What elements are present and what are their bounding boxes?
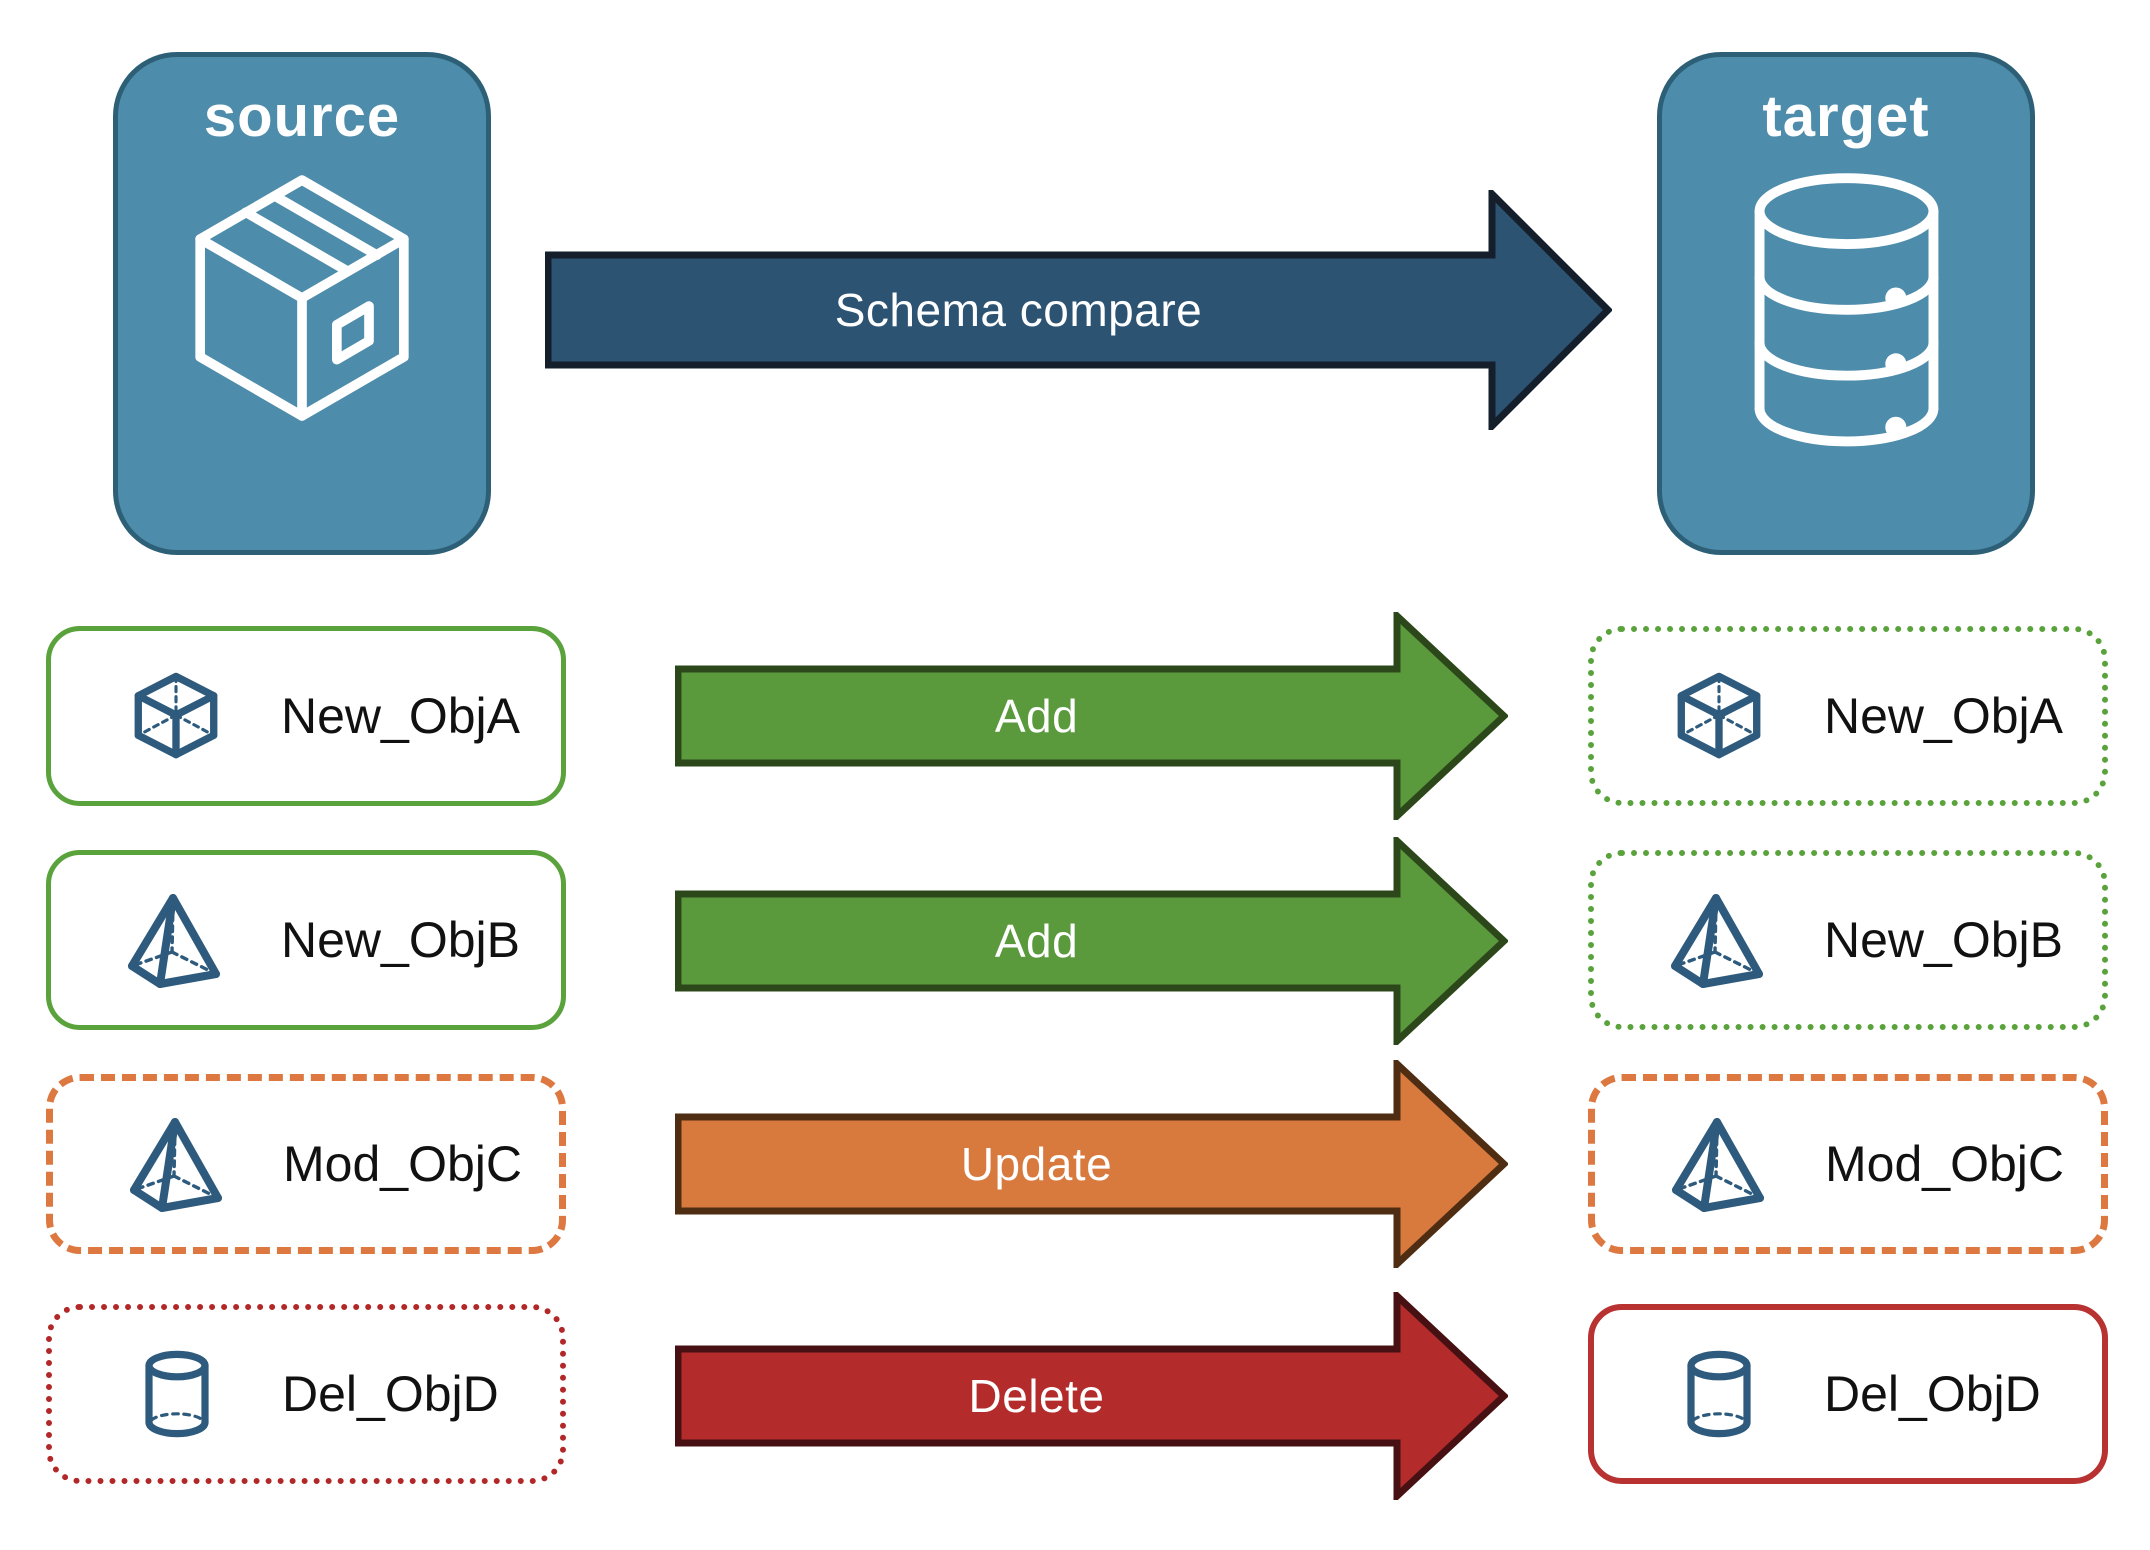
add-arrow-shape <box>675 837 1508 1045</box>
delete-arrow-shape <box>675 1292 1508 1500</box>
item-label: New_ObjB <box>1824 912 2063 968</box>
target-item-box-new-obja: New_ObjA <box>1588 626 2108 806</box>
add-arrow-row2: Add <box>675 837 1508 1045</box>
source-panel-label: source <box>203 84 401 149</box>
delete-arrow: Delete <box>675 1292 1508 1500</box>
item-label: Mod_ObjC <box>283 1136 522 1192</box>
source-item-box-new-obja: New_ObjA <box>46 626 566 806</box>
item-label: New_ObjA <box>281 688 520 744</box>
add-arrow-label: Add <box>994 915 1079 967</box>
source-panel: source <box>113 52 491 555</box>
target-item-box-mod-objc: Mod_ObjC <box>1588 1074 2108 1254</box>
schema-compare-arrow: Schema compare <box>545 190 1612 430</box>
update-arrow: Update <box>675 1060 1508 1268</box>
schema-compare-arrow-shape <box>545 190 1612 430</box>
target-panel-label: target <box>1762 84 1930 149</box>
add-arrow-row1: Add <box>675 612 1508 820</box>
cylinder-icon <box>118 1344 236 1444</box>
target-item-box-del-objd: Del_ObjD <box>1588 1304 2108 1484</box>
pyramid-icon <box>117 890 235 990</box>
item-label: Del_ObjD <box>282 1366 499 1422</box>
add-arrow-label: Add <box>994 690 1079 742</box>
source-item-box-new-objb: New_ObjB <box>46 850 566 1030</box>
update-arrow-shape <box>675 1060 1508 1268</box>
update-arrow-label: Update <box>960 1138 1113 1190</box>
item-label: Mod_ObjC <box>1825 1136 2064 1192</box>
pyramid-icon <box>1660 890 1778 990</box>
item-label: New_ObjA <box>1824 688 2063 744</box>
target-item-box-new-objb: New_ObjB <box>1588 850 2108 1030</box>
cylinder-icon <box>1660 1344 1778 1444</box>
pyramid-icon <box>1661 1114 1779 1214</box>
add-arrow-shape <box>675 612 1508 820</box>
schema-compare-label: Schema compare <box>834 284 1203 336</box>
package-icon <box>195 175 409 421</box>
item-label: Del_ObjD <box>1824 1366 2041 1422</box>
source-item-box-del-objd: Del_ObjD <box>46 1304 566 1484</box>
item-label: New_ObjB <box>281 912 520 968</box>
database-icon <box>1754 173 1938 447</box>
pyramid-icon <box>119 1114 237 1214</box>
cube-icon <box>1660 670 1778 762</box>
delete-arrow-label: Delete <box>968 1370 1105 1422</box>
target-panel: target <box>1657 52 2035 555</box>
source-item-box-mod-objc: Mod_ObjC <box>46 1074 566 1254</box>
cube-icon <box>117 670 235 762</box>
